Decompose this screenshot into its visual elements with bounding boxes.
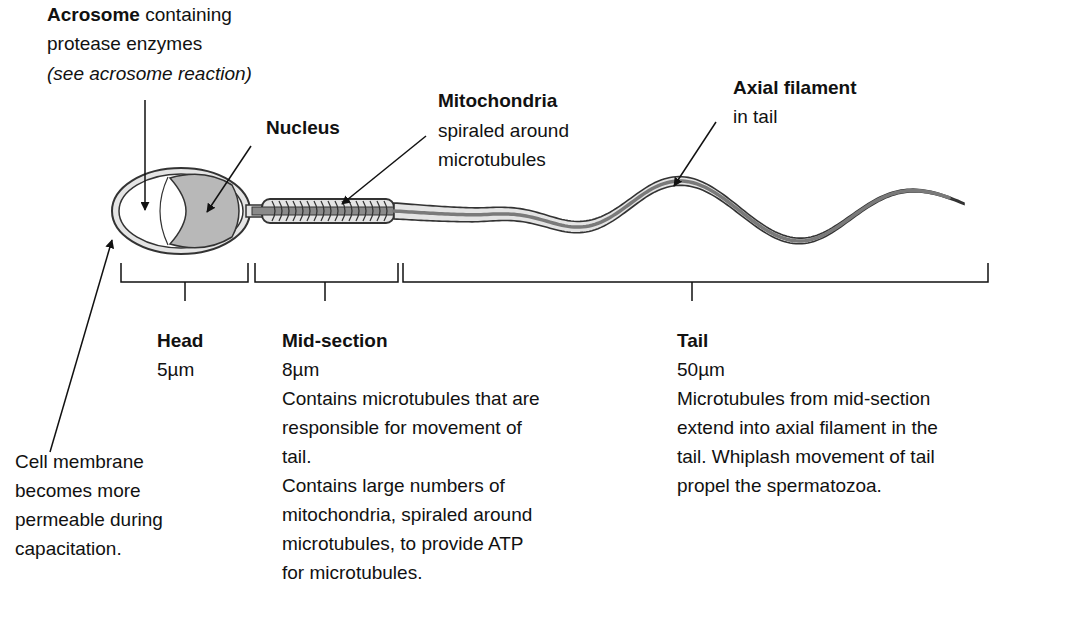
note-text: spiraled around microtubules xyxy=(438,116,613,174)
mitochondrion-coil xyxy=(279,201,282,221)
mitochondrion-coil xyxy=(286,201,289,221)
note-text: 5µm xyxy=(157,355,247,384)
note-text: 8µm xyxy=(282,355,372,384)
mitochondrion-coil xyxy=(356,201,359,221)
mitochondrion-coil xyxy=(363,201,366,221)
label-text: Acrosome xyxy=(47,4,140,25)
part-name: Tail xyxy=(677,326,797,355)
axial-filament xyxy=(394,181,949,241)
acrosome-shape xyxy=(160,177,168,245)
nucleus-shape xyxy=(170,174,239,247)
note-text: Contains microtubules that are responsib… xyxy=(282,384,540,471)
mitochondrion-coil xyxy=(321,201,324,221)
sperm-head xyxy=(112,168,250,254)
part-name: Mitochondria xyxy=(438,86,638,115)
mitochondrion-coil xyxy=(335,201,338,221)
part-name: Nucleus xyxy=(266,113,386,142)
mitochondrion-coil xyxy=(328,201,331,221)
mitochondrion-coil xyxy=(293,201,296,221)
mitochondrion-coil xyxy=(377,201,380,221)
mitochondrion-coil xyxy=(272,201,275,221)
bracket xyxy=(121,263,988,301)
note-text: Cell membrane becomes more permeable dur… xyxy=(15,447,200,563)
part-name: Mid-section xyxy=(282,326,482,355)
mitochondrion-coil xyxy=(370,201,373,221)
mid-section-shape xyxy=(246,199,394,223)
note-text: Microtubules from mid-section extend int… xyxy=(677,384,969,500)
mitochondrion-coil xyxy=(307,201,310,221)
part-name: Head xyxy=(157,326,247,355)
note-text: 50µm xyxy=(677,355,767,384)
acrosome-label: Acrosomecontaining protease enzymes xyxy=(47,0,287,58)
mitochondrion-coil xyxy=(300,201,303,221)
note-text: in tail xyxy=(733,102,883,131)
mitochondrion-coil xyxy=(314,201,317,221)
note-text: Contains large numbers of mitochondria, … xyxy=(282,471,540,587)
mitochondrion-coil xyxy=(349,201,352,221)
note-text: (see acrosome reaction) xyxy=(47,59,307,88)
tail-outline xyxy=(394,177,964,244)
mitochondrion-coil xyxy=(384,201,387,221)
part-name: Axial filament xyxy=(733,73,933,102)
tail-shape xyxy=(394,177,964,244)
